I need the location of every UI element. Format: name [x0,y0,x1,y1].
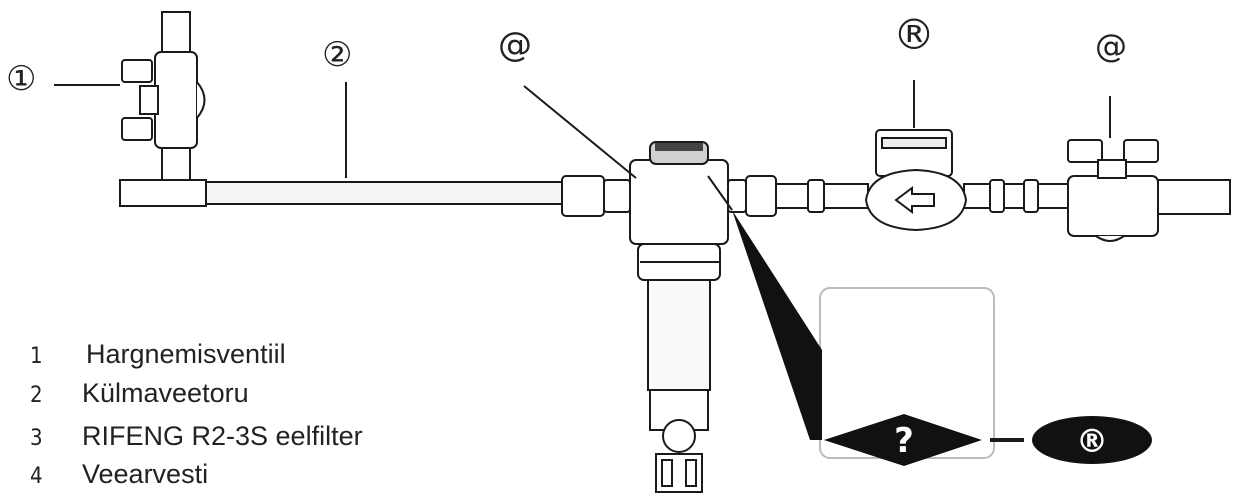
legend-number: 3 [30,426,43,451]
branch-valve [54,11,206,189]
legend-item: 1 Hargnemisventiil [30,339,286,369]
callout-water-meter: ® [893,10,935,59]
callout-branch-valve: ① [6,59,37,99]
callout-cold-water-pipe: ② [322,35,353,75]
legend-label: Hargnemisventiil [86,339,286,369]
detail-inset [707,175,1152,466]
callout-prefilter: @ [498,25,532,65]
legend-label: Veearvesti [82,459,209,489]
callout-outlet-valve: @ [1095,27,1127,65]
circle-symbol: ® [1076,422,1108,460]
legend-item: 4 Veearvesti [30,459,208,489]
outlet-valve [1067,96,1231,242]
legend-number: 1 [30,344,43,369]
legend-number: 2 [30,383,43,408]
water-meter [864,80,968,232]
legend-item: 2 Külmaveetoru [30,378,249,408]
prefilter [523,85,777,493]
diamond-symbol: ? [894,421,914,461]
legend-label: RIFENG R2-3S eelfilter [82,421,363,451]
legend-item: 3 RIFENG R2-3S eelfilter [30,421,363,451]
legend-label: Külmaveetoru [82,378,249,408]
legend-number: 4 [30,464,43,489]
cold-water-pipe [119,82,565,207]
